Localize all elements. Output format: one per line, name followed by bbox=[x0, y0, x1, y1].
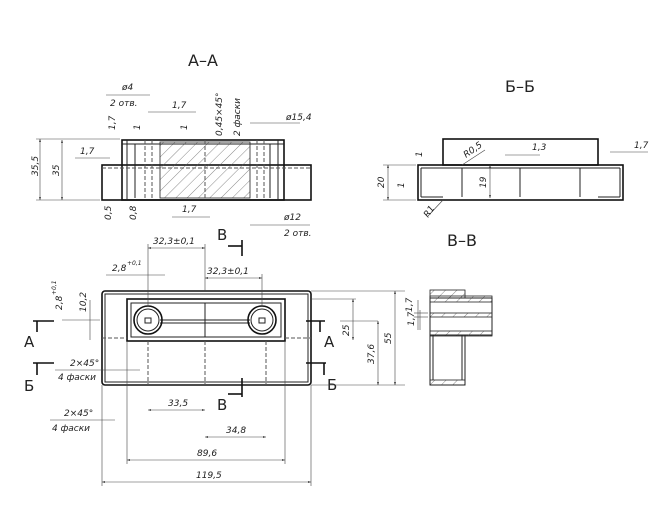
dim-2-8-b-tolerance: +0,1 bbox=[51, 280, 58, 295]
dim-119-5: 119,5 bbox=[196, 471, 222, 481]
dim-19: 19 bbox=[479, 176, 489, 188]
dim-1-7: 1,7 bbox=[172, 101, 187, 111]
dim-chamfer-inner: 2×45° bbox=[70, 359, 99, 369]
dim-chamfer-count: 2 фаски bbox=[233, 98, 243, 136]
dim-34-8: 34,8 bbox=[226, 426, 246, 436]
dim-holes-note: 2 отв. bbox=[284, 229, 312, 239]
section-marker-a-left: А bbox=[24, 320, 54, 351]
dim-55: 55 bbox=[384, 332, 394, 344]
body-outline bbox=[121, 139, 285, 201]
plan-view: А А Б Б В В bbox=[24, 226, 421, 486]
dim-89-6: 89,6 bbox=[197, 449, 217, 459]
section-b-b-title: Б–Б bbox=[505, 77, 535, 96]
dim-d15-4: ø15,4 bbox=[285, 113, 312, 123]
section-mark-v: В bbox=[217, 396, 227, 414]
section-b-b: Б–Б 1 R0,5 1,3 1,7 20 1 19 R1 bbox=[377, 77, 649, 220]
section-v-v-title: В–В bbox=[447, 231, 477, 250]
dim-chamfer-outer: 2×45° bbox=[64, 409, 93, 419]
boss-right bbox=[247, 305, 277, 335]
dim-0-8: 0,8 bbox=[129, 205, 139, 220]
section-a-a-title: А–А bbox=[188, 51, 218, 70]
dim-chamfer-inner-count: 4 фаски bbox=[58, 373, 96, 383]
section-mark-a: А bbox=[324, 333, 335, 351]
section-mark-b: Б bbox=[24, 377, 34, 395]
section-mark-v: В bbox=[217, 226, 227, 244]
body-outline bbox=[417, 164, 624, 201]
boss-left bbox=[133, 305, 163, 335]
dim-1-7-vert: 1,7 bbox=[108, 115, 118, 130]
dim-1: 1 bbox=[133, 124, 143, 130]
section-mark-a: А bbox=[24, 333, 35, 351]
dim-1-3: 1,3 bbox=[532, 143, 547, 153]
section-marker-a-right: А bbox=[306, 320, 335, 351]
dim-37-6: 37,6 bbox=[367, 344, 377, 364]
dim-d4: ø4 bbox=[121, 83, 134, 93]
dim-32-3-b: 32,3±0,1 bbox=[207, 267, 249, 277]
dim-33-5: 33,5 bbox=[168, 399, 188, 409]
dim-1-7: 1,7 bbox=[80, 147, 95, 157]
dim-2-8-a: 2,8 bbox=[112, 264, 127, 274]
dim-d12: ø12 bbox=[283, 213, 301, 223]
section-marker-v-bottom: В bbox=[217, 378, 243, 414]
dim-holes-note: 2 отв. bbox=[110, 99, 138, 109]
dim-0-5: 0,5 bbox=[104, 205, 114, 220]
dim-25: 25 bbox=[342, 324, 352, 336]
dim-1: 1 bbox=[415, 151, 425, 157]
section-marker-v-top: В bbox=[217, 226, 243, 256]
dim-2-8-a-tolerance: +0,1 bbox=[127, 260, 142, 267]
dim-chamfer-outer-count: 4 фаски bbox=[52, 424, 90, 434]
dim-1-7: 1,7 bbox=[182, 205, 197, 215]
dim-20: 20 bbox=[377, 176, 387, 188]
dim-chamfer: 0,45×45° bbox=[215, 92, 225, 136]
dim-1-7: 1,7 bbox=[405, 297, 415, 312]
dim-2-8-b: 2,8 bbox=[55, 295, 65, 310]
dim-35: 35 bbox=[52, 164, 62, 176]
dim-1: 1 bbox=[397, 182, 407, 188]
inner-box bbox=[126, 298, 286, 342]
section-a-a: А–А 35,5 35 ø4 2 отв. 1,7 0,45×45° 2 фас… bbox=[31, 51, 312, 239]
dim-10-2: 10,2 bbox=[79, 292, 89, 312]
dim-35-5: 35,5 bbox=[31, 156, 41, 176]
section-v-v: В–В 1,7 bbox=[405, 231, 493, 386]
dim-32-3-a: 32,3±0,1 bbox=[153, 237, 195, 247]
dim-r1: R1 bbox=[422, 204, 437, 220]
section-marker-b-left: Б bbox=[24, 362, 54, 395]
dim-1-7: 1,7 bbox=[634, 141, 649, 151]
dim-1: 1 bbox=[180, 124, 190, 130]
dim-1-7: 1,7 bbox=[407, 311, 417, 326]
outer-outline bbox=[101, 290, 312, 386]
